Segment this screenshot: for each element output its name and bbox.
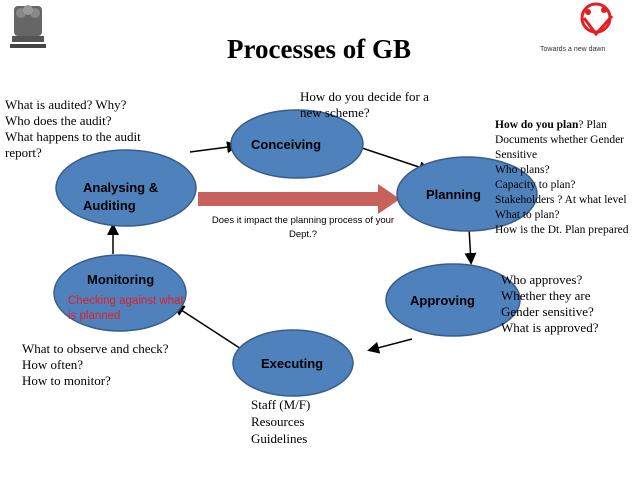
note-line: Who approves? [501,272,583,287]
note-line: Stakeholders ? At what level [495,194,627,206]
node-label-analysing-line: Auditing [83,198,136,213]
center-question-line: Does it impact the planning process of y… [211,215,395,226]
arrow-analysing-to-conceiving [189,141,239,154]
note-line: How is the Dt. Plan prepared [495,224,629,236]
tagline: Towards a new dawn [540,46,606,53]
node-label-monitoring: Monitoring [87,272,155,287]
node-label-analysing-line: Analysing & [83,180,159,195]
center-question: Does it impact the planning process of y… [190,214,416,242]
note-line: Capacity to plan? [495,179,576,191]
node-conceiving [230,109,364,179]
planning-note-bold: How do you plan [495,119,579,131]
note-line: Whether they are [501,288,591,303]
note-line: new scheme? [300,105,370,120]
note-line: Who plans? [495,164,550,176]
node-planning [396,156,538,232]
planning-note: How do you plan? Plan Documents whether … [495,118,629,238]
page-title: Processes of GB [227,34,411,64]
note-line: What is audited? Why? [5,97,127,112]
executing-note: Staff (M/F) Resources Guidelines [251,396,310,447]
node-monitoring [53,254,187,332]
note-line: What to plan? [495,209,560,221]
state-emblem-icon [10,5,46,48]
note-line: Staff (M/F) [251,397,311,412]
note-line: How to monitor? [22,373,111,388]
node-executing [232,329,354,397]
monitoring-red-note: Checking against what is planned [68,294,184,324]
node-label-planning: Planning [426,187,481,202]
arrow-approving-to-executing [367,338,413,354]
node-approving [385,263,521,337]
planning-note-rest: ? Plan [578,119,607,131]
red-note-line: Checking against what [68,295,184,307]
note-line: What to observe and check? [22,341,169,356]
red-note-line: is planned [68,310,121,322]
note-line: Who does the audit? [5,113,112,128]
note-line: Resources [251,414,305,429]
note-line: Guidelines [251,431,308,446]
note-line: What is approved? [501,320,599,335]
node-label-executing: Executing [261,356,324,371]
impact-arrow [198,184,400,214]
node-label-conceiving: Conceiving [251,137,322,152]
audit-note: What is audited? Why? Who does the audit… [5,97,141,161]
note-line: Documents whether Gender [495,134,625,146]
node-label-approving: Approving [410,293,475,308]
note-line: report? [5,145,42,160]
arrow-conceiving-to-planning [361,147,431,173]
note-line: Sensitive [495,149,538,161]
approving-note: Who approves? Whether they are Gender se… [501,272,598,336]
logo-icon [580,2,614,37]
note-line: How often? [22,357,84,372]
node-label-analysing: Analysing & Auditing [83,179,158,215]
center-question-line: Dept.? [289,229,317,240]
node-analysing [55,149,197,227]
arrow-planning-to-approving [464,227,477,265]
note-line: How do you decide for a [300,89,429,104]
note-line: Gender sensitive? [501,304,594,319]
note-line: What happens to the audit [5,129,141,144]
observe-note: What to observe and check? How often? Ho… [22,341,169,389]
conceiving-note: How do you decide for a new scheme? [300,89,429,121]
planning-note-first-line: How do you plan? Plan [495,118,629,133]
